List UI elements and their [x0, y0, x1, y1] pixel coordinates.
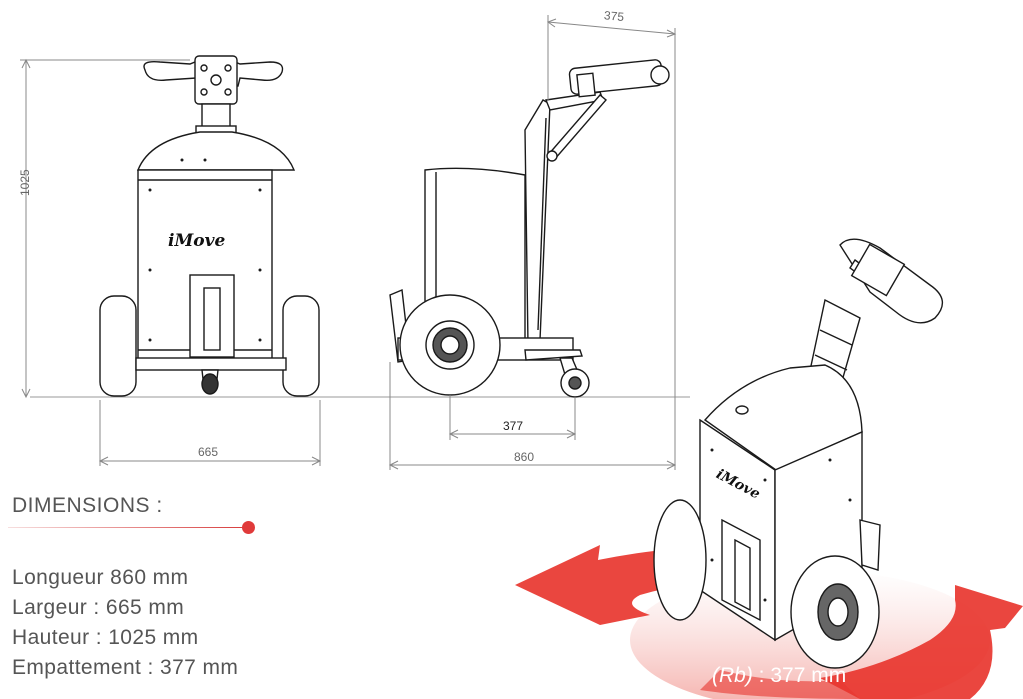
- turning-radius-symbol: (Rb): [712, 664, 753, 687]
- dim-width-label: 665: [198, 445, 218, 459]
- dimension-lines: [20, 15, 677, 470]
- iso-view: [653, 238, 943, 669]
- side-view: [389, 59, 670, 398]
- iso-rivets: [710, 448, 852, 602]
- dim-height-label: 1025: [18, 169, 32, 196]
- turning-radius-value: : 377 mm: [752, 664, 847, 687]
- dim-handle-offset-label: 375: [603, 8, 624, 24]
- spec-width: Largeur : 665 mm: [12, 596, 185, 619]
- spec-list: Longueur 860 mm Largeur : 665 mm Hauteur…: [12, 563, 238, 683]
- dim-wheelbase-label: 377: [503, 419, 523, 433]
- turning-radius-label: (Rb) : 377 mm: [712, 664, 846, 688]
- spec-height: Hauteur : 1025 mm: [12, 626, 199, 649]
- front-rivets: [148, 158, 262, 342]
- section-title: DIMENSIONS :: [12, 494, 163, 517]
- spec-wheelbase: Empattement : 377 mm: [12, 656, 239, 679]
- brand-logo-front: iMove: [168, 231, 225, 251]
- rotation-arrow-right: [820, 585, 1023, 699]
- title-accent-dot: [242, 521, 255, 534]
- spec-length: Longueur 860 mm: [12, 566, 189, 589]
- title-underline: [8, 527, 248, 528]
- dim-length-label: 860: [514, 450, 534, 464]
- front-view: [99, 55, 320, 397]
